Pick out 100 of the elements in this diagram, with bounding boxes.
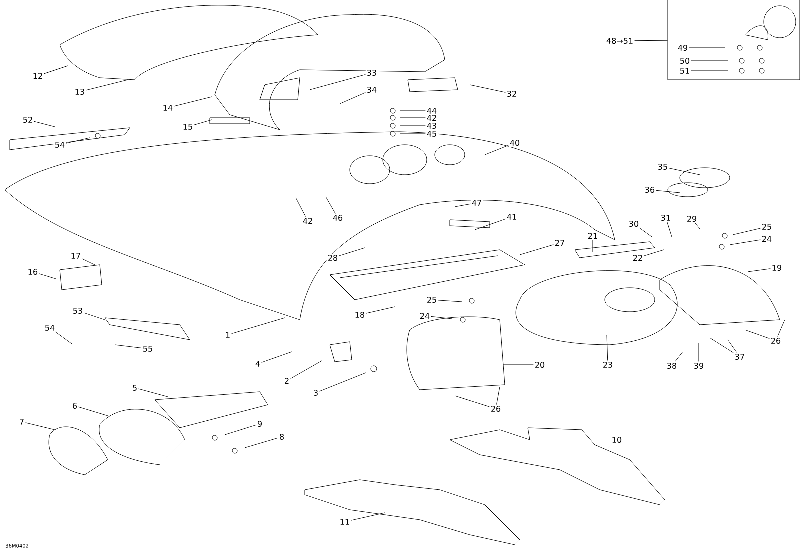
- leader-line: [691, 70, 728, 72]
- leader-line: [290, 360, 322, 380]
- leader-line: [728, 340, 738, 353]
- leader-line: [244, 438, 278, 448]
- leader-line: [138, 388, 168, 398]
- callout-number: 11: [338, 518, 352, 526]
- leader-line: [224, 424, 256, 436]
- callout-number: 42: [302, 217, 314, 225]
- callout-number: 54: [54, 141, 66, 149]
- leader-line: [644, 250, 664, 256]
- leader-line: [82, 258, 96, 266]
- leader-line: [748, 268, 771, 272]
- leader-line: [592, 240, 594, 252]
- leader-line: [675, 352, 684, 362]
- callout-number: 3: [312, 388, 320, 398]
- leader-line: [56, 332, 72, 344]
- leader-line: [438, 300, 462, 302]
- leader-line: [667, 222, 672, 238]
- callout-number: 25: [426, 296, 438, 304]
- callout-number: 29: [686, 214, 698, 224]
- callout-number: 38: [666, 362, 678, 370]
- leader-line: [351, 512, 386, 521]
- leader-line: [502, 364, 534, 366]
- callout-number: 14: [162, 104, 174, 112]
- callout-number: 1: [224, 331, 232, 339]
- leader-line: [366, 306, 396, 314]
- callout-number: 36: [644, 186, 656, 194]
- callout-number: 48→51: [605, 36, 635, 46]
- leader-line: [484, 145, 509, 156]
- callout-number: 31: [660, 214, 672, 222]
- leader-line: [431, 316, 452, 320]
- callout-number: 5: [131, 384, 139, 392]
- callout-number: 50: [678, 56, 692, 66]
- leader-line: [340, 92, 366, 104]
- leader-line: [744, 330, 770, 339]
- leader-line: [454, 396, 490, 408]
- callout-number: 6: [71, 402, 79, 410]
- leader-line: [732, 228, 761, 236]
- callout-number: 16: [26, 268, 40, 276]
- callout-number: 41: [506, 213, 518, 221]
- callout-number: 33: [366, 68, 378, 78]
- leader-line: [34, 121, 56, 128]
- leader-line: [84, 312, 106, 320]
- leader-line: [604, 444, 613, 452]
- callout-number: 10: [610, 436, 624, 444]
- callout-number: 27: [554, 239, 566, 247]
- callout-number: 12: [32, 72, 44, 80]
- leader-line: [262, 352, 292, 363]
- leader-line: [232, 318, 286, 334]
- leader-line: [39, 274, 56, 280]
- callout-number: 7: [18, 418, 26, 426]
- callout-number: 19: [770, 264, 784, 272]
- leader-line: [691, 60, 728, 62]
- leader-line: [470, 84, 506, 93]
- leader-line: [194, 120, 212, 126]
- callout-number: 52: [22, 116, 34, 124]
- callout-number: 2: [283, 377, 291, 385]
- leader-line: [496, 386, 500, 405]
- leader-line: [78, 406, 108, 416]
- leader-line: [114, 344, 142, 348]
- leader-line: [710, 338, 734, 354]
- callout-number: 35: [656, 162, 670, 172]
- leader-line: [174, 96, 212, 107]
- callout-number: 47: [470, 199, 484, 207]
- callout-number: 26: [490, 404, 502, 414]
- leader-line: [669, 168, 700, 176]
- leader-line: [520, 244, 554, 256]
- callout-number: 32: [506, 90, 518, 98]
- callout-number: 25: [760, 222, 774, 232]
- callout-number: 45: [426, 130, 438, 138]
- callout-number: 20: [534, 360, 546, 370]
- leader-line: [634, 40, 668, 42]
- leader-line: [66, 138, 90, 144]
- leader-line: [86, 80, 128, 91]
- leader-line: [640, 228, 652, 238]
- callout-number: 24: [760, 235, 774, 243]
- callout-number: 24: [418, 312, 432, 320]
- callout-number: 39: [692, 362, 706, 370]
- callout-number: 8: [278, 432, 286, 442]
- leader-line: [296, 198, 306, 218]
- leader-line: [474, 218, 506, 230]
- callout-number: 21: [586, 232, 600, 240]
- leader-line: [454, 204, 471, 208]
- callout-number: 15: [182, 123, 194, 131]
- leader-line: [320, 372, 366, 392]
- leader-line: [656, 190, 680, 194]
- leader-line: [310, 74, 366, 90]
- callout-number: 40: [508, 138, 522, 148]
- callout-number: 51: [678, 67, 692, 75]
- leader-line: [698, 342, 700, 362]
- leader-line: [26, 422, 56, 430]
- callout-number: 34: [366, 86, 378, 94]
- leader-line: [778, 320, 786, 337]
- callout-number: 49: [676, 44, 690, 52]
- callout-number: 17: [70, 252, 82, 260]
- callout-number: 22: [632, 254, 644, 262]
- callout-number: 4: [254, 360, 262, 368]
- callout-number: 13: [74, 88, 86, 96]
- callout-number: 26: [770, 336, 782, 346]
- leader-line: [606, 334, 608, 361]
